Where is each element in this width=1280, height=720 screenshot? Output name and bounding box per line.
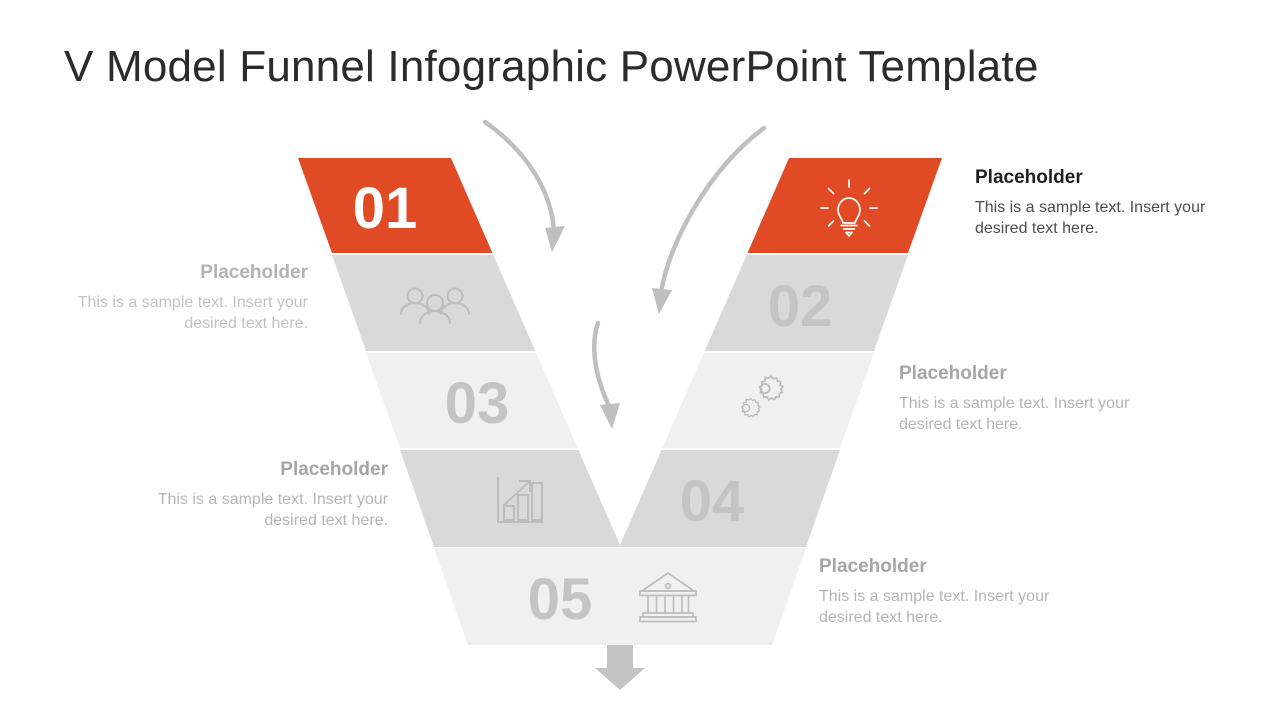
funnel-number-03: 03 xyxy=(445,371,510,436)
people-group-icon xyxy=(400,287,470,324)
funnel-band-05[interactable] xyxy=(434,548,806,645)
placeholder-block-3[interactable]: Placeholder This is a sample text. Inser… xyxy=(899,362,1149,436)
gears-icon xyxy=(740,375,784,418)
placeholder-heading-2: Placeholder xyxy=(200,262,308,283)
placeholder-body-3: This is a sample text. Insert your desir… xyxy=(899,394,1130,434)
funnel-number-04: 04 xyxy=(680,469,745,534)
funnel-number-05: 05 xyxy=(528,567,593,632)
curved-arrow-2 xyxy=(652,125,767,314)
funnel-band-03[interactable] xyxy=(366,353,874,448)
placeholder-block-1[interactable]: Placeholder This is a sample text. Inser… xyxy=(975,166,1225,240)
output-arrow-icon xyxy=(595,645,645,690)
placeholder-block-5[interactable]: Placeholder This is a sample text. Inser… xyxy=(819,555,1069,629)
placeholder-body-5: This is a sample text. Insert your desir… xyxy=(819,587,1050,627)
bar-chart-growth-icon xyxy=(497,477,543,523)
page-title: V Model Funnel Infographic PowerPoint Te… xyxy=(64,42,1039,91)
funnel-band-04[interactable] xyxy=(400,450,840,547)
funnel-number-02: 02 xyxy=(768,274,833,339)
lightbulb-icon xyxy=(820,179,878,237)
bank-building-icon xyxy=(639,571,697,623)
placeholder-heading-5: Placeholder xyxy=(819,556,927,577)
placeholder-block-2[interactable]: Placeholder This is a sample text. Inser… xyxy=(58,261,308,335)
placeholder-body-1: This is a sample text. Insert your desir… xyxy=(975,198,1206,238)
placeholder-body-2: This is a sample text. Insert your desir… xyxy=(77,293,308,333)
curved-arrow-1 xyxy=(482,119,565,252)
placeholder-body-4: This is a sample text. Insert your desir… xyxy=(157,490,388,530)
funnel-band-01[interactable] xyxy=(298,158,942,253)
placeholder-heading-4: Placeholder xyxy=(280,459,388,480)
placeholder-block-4[interactable]: Placeholder This is a sample text. Inser… xyxy=(138,458,388,532)
funnel-band-02[interactable] xyxy=(332,255,908,351)
funnel-number-01: 01 xyxy=(353,176,418,241)
curved-arrow-3 xyxy=(592,320,620,429)
placeholder-heading-1: Placeholder xyxy=(975,167,1083,188)
placeholder-heading-3: Placeholder xyxy=(899,363,1007,384)
